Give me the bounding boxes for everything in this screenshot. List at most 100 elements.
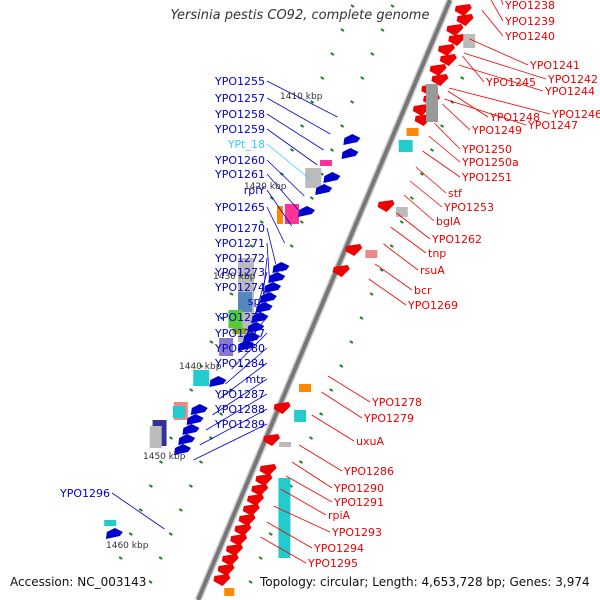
reverse-gene-arrow xyxy=(251,484,269,496)
reverse-gene-label: rsuA xyxy=(420,264,445,277)
tick-mark xyxy=(399,220,404,224)
reverse-leader-line xyxy=(260,536,307,564)
reverse-leader-line xyxy=(311,414,355,442)
reverse-gene-arrow xyxy=(247,494,264,506)
reverse-gene-arrow xyxy=(217,564,235,576)
forward-leader-line xyxy=(193,423,268,461)
forward-gene-label: mtr xyxy=(245,373,265,386)
reverse-gene-arrow xyxy=(263,434,281,446)
forward-gene-label: YPO1255 xyxy=(214,75,265,88)
forward-gene-arrow xyxy=(264,282,282,293)
reverse-gene-arrow xyxy=(242,504,260,516)
tick-mark xyxy=(308,436,314,440)
reverse-gene-label: YPO1245 xyxy=(485,76,536,89)
reverse-gene-label: YPO1293 xyxy=(331,526,382,539)
forward-leader-line xyxy=(225,347,268,385)
magenta-gene-block xyxy=(319,160,332,166)
tick-mark xyxy=(360,76,365,80)
tick-mark xyxy=(118,556,123,560)
reverse-gene-arrow xyxy=(439,54,457,66)
tick-mark xyxy=(298,460,304,464)
forward-leader-line xyxy=(266,242,270,280)
forward-leader-line xyxy=(218,362,268,400)
gray-gene-block xyxy=(149,426,162,448)
tick-mark xyxy=(289,244,294,248)
tick-mark xyxy=(198,460,204,464)
tick-mark xyxy=(340,124,345,128)
tick-mark xyxy=(460,76,465,80)
reverse-gene-label: YPO1295 xyxy=(307,557,358,570)
tick-mark xyxy=(409,196,414,200)
reverse-leader-line xyxy=(396,212,431,240)
forward-gene-label: YPO1272 xyxy=(214,252,265,265)
forward-gene-label: YPO1257 xyxy=(214,92,265,105)
forward-leader-line xyxy=(238,316,268,354)
reverse-leader-line xyxy=(490,0,504,22)
reverse-gene-label: YPO1291 xyxy=(333,496,384,509)
forward-gene-arrow xyxy=(343,134,361,145)
forward-gene-arrow xyxy=(259,292,277,303)
reverse-leader-line xyxy=(327,375,371,403)
tick-mark xyxy=(310,100,315,104)
backbone-line xyxy=(196,0,452,600)
forward-gene-label: YPO1260 xyxy=(214,154,265,167)
forward-gene-arrow xyxy=(243,332,261,343)
forward-leader-line xyxy=(266,189,293,227)
reverse-leader-line xyxy=(444,98,527,126)
reverse-leader-line xyxy=(383,243,419,271)
forward-leader-line xyxy=(266,143,312,181)
magenta-gene-block xyxy=(284,204,299,224)
reverse-gene-arrow xyxy=(234,524,252,536)
scale-label: 1460 kbp xyxy=(106,541,149,551)
forward-leader-line xyxy=(266,97,331,135)
reverse-gene-label: YPO1240 xyxy=(504,30,555,43)
reverse-leader-line xyxy=(422,150,461,178)
orange-gene-block xyxy=(299,384,312,392)
forward-gene-label: YPO1284 xyxy=(214,357,265,370)
tick-mark xyxy=(199,364,204,368)
reverse-gene-label: YPO1247 xyxy=(527,119,578,132)
reverse-gene-arrow xyxy=(431,74,449,86)
forward-gene-arrow xyxy=(209,376,227,387)
reverse-gene-arrow xyxy=(273,402,291,414)
reverse-gene-label: YPO1241 xyxy=(529,59,580,72)
tick-mark xyxy=(340,28,345,32)
forward-gene-label: rplY xyxy=(244,184,266,197)
gray-gene-block xyxy=(395,207,408,217)
forward-leader-line xyxy=(111,492,165,530)
forward-leader-line xyxy=(256,271,268,309)
olive-gene-block xyxy=(232,328,247,334)
forward-gene-arrow xyxy=(341,148,359,159)
tick-mark xyxy=(189,388,194,392)
reverse-gene-label: YPO1279 xyxy=(363,412,414,425)
forward-leader-line xyxy=(262,257,268,295)
scale-label: 1420 kbp xyxy=(244,182,287,192)
reverse-gene-arrow xyxy=(429,64,447,76)
pink-gene-block xyxy=(365,250,378,258)
tick-mark xyxy=(128,532,133,536)
reverse-gene-label: YPO1239 xyxy=(504,15,555,28)
tick-mark xyxy=(350,100,355,104)
forward-gene-arrow xyxy=(182,424,200,435)
tick-mark xyxy=(148,484,153,488)
reverse-gene-label: YPO1269 xyxy=(407,299,458,312)
reverse-leader-line xyxy=(266,521,313,549)
gene-labels: YPO1255YPO1257YPO1258YPO1259YPt_18YPO126… xyxy=(59,0,600,570)
tick-mark xyxy=(349,340,354,344)
label-leaders xyxy=(111,0,551,564)
tick-mark xyxy=(329,388,334,392)
reverse-leader-line xyxy=(501,0,504,6)
reverse-gene-arrow xyxy=(446,24,464,36)
tick-mark xyxy=(429,148,435,152)
tick-mark xyxy=(268,532,273,536)
tick-mark xyxy=(379,268,384,272)
tick-mark xyxy=(219,316,224,320)
accession-text: Accession: NC_003143 xyxy=(10,575,147,589)
gray-gene-block xyxy=(305,168,322,188)
reverse-gene-arrow xyxy=(454,4,472,16)
reverse-gene-label: YPO1242 xyxy=(547,73,598,86)
reverse-gene-arrow xyxy=(345,244,363,256)
blue-gray-gene-block xyxy=(238,292,252,312)
